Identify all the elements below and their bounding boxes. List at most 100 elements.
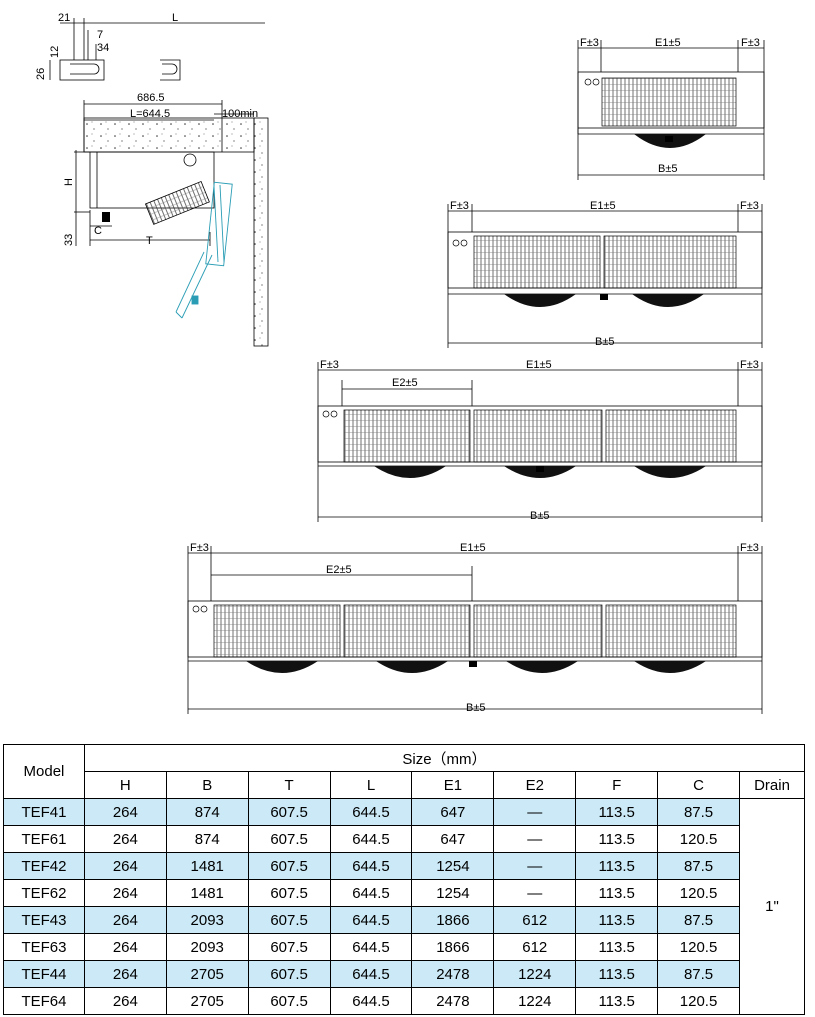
unit3-f-left: F±3 bbox=[320, 359, 339, 371]
unit-2-fan bbox=[447, 204, 763, 348]
value-cell: 607.5 bbox=[247, 852, 331, 880]
dim-100min: 100min bbox=[222, 108, 258, 120]
unit4-f-right: F±3 bbox=[740, 542, 759, 554]
unit4-f-left: F±3 bbox=[190, 542, 209, 554]
dim-t-side: T bbox=[146, 235, 153, 247]
value-cell: 264 bbox=[83, 825, 167, 853]
value-cell: 264 bbox=[83, 879, 167, 907]
value-cell: 264 bbox=[83, 798, 167, 826]
header-row-2: H B T L E1 E2 F C Drain bbox=[4, 771, 805, 799]
value-cell: 647 bbox=[411, 825, 495, 853]
value-cell: 644.5 bbox=[329, 879, 413, 907]
value-cell: 264 bbox=[83, 960, 167, 988]
unit4-e1: E1±5 bbox=[460, 542, 486, 554]
value-cell: 2478 bbox=[411, 960, 495, 988]
value-cell: 607.5 bbox=[247, 798, 331, 826]
value-cell: 1866 bbox=[411, 933, 495, 961]
dim-h-side: H bbox=[63, 178, 75, 186]
value-cell: — bbox=[493, 852, 577, 880]
value-cell: 1866 bbox=[411, 906, 495, 934]
value-cell: — bbox=[493, 879, 577, 907]
value-cell: 1481 bbox=[165, 852, 249, 880]
unit2-e1: E1±5 bbox=[590, 200, 616, 212]
value-cell: 612 bbox=[493, 933, 577, 961]
value-cell: 113.5 bbox=[575, 906, 659, 934]
value-cell: 607.5 bbox=[247, 879, 331, 907]
dim-26: 26 bbox=[35, 68, 47, 80]
value-cell: 607.5 bbox=[247, 825, 331, 853]
model-cell: TEF61 bbox=[3, 825, 85, 853]
unit3-f-right: F±3 bbox=[740, 359, 759, 371]
dim-21: 21 bbox=[58, 12, 70, 24]
value-cell: 87.5 bbox=[657, 960, 740, 988]
col-l: L bbox=[329, 771, 413, 799]
value-cell: 113.5 bbox=[575, 879, 659, 907]
unit2-b: B±5 bbox=[595, 336, 615, 348]
value-cell: 874 bbox=[165, 798, 249, 826]
value-cell: 120.5 bbox=[657, 825, 740, 853]
value-cell: 607.5 bbox=[247, 933, 331, 961]
value-cell: 2705 bbox=[165, 987, 249, 1015]
value-cell: 644.5 bbox=[329, 933, 413, 961]
col-drain: Drain bbox=[739, 771, 805, 799]
value-cell: 644.5 bbox=[329, 798, 413, 826]
value-cell: 874 bbox=[165, 825, 249, 853]
model-cell: TEF41 bbox=[3, 798, 85, 826]
dim-686-5: 686.5 bbox=[137, 92, 165, 104]
value-cell: 113.5 bbox=[575, 987, 659, 1015]
unit3-b: B±5 bbox=[530, 510, 550, 522]
value-cell: 1224 bbox=[493, 987, 577, 1015]
value-cell: 2093 bbox=[165, 933, 249, 961]
value-cell: 87.5 bbox=[657, 798, 740, 826]
dim-c-side: C bbox=[94, 225, 102, 237]
technical-drawing: 21 L 7 34 12 26 bbox=[35, 12, 765, 714]
col-e1: E1 bbox=[411, 771, 495, 799]
value-cell: 2478 bbox=[411, 987, 495, 1015]
value-cell: 1481 bbox=[165, 879, 249, 907]
side-view bbox=[74, 100, 269, 347]
size-header: Size（mm） bbox=[83, 744, 806, 772]
value-cell: 264 bbox=[83, 933, 167, 961]
value-cell: — bbox=[493, 825, 577, 853]
unit4-b: B±5 bbox=[466, 702, 486, 714]
dim-33: 33 bbox=[63, 234, 75, 246]
value-cell: 1254 bbox=[411, 879, 495, 907]
value-cell: 120.5 bbox=[657, 987, 740, 1015]
model-cell: TEF62 bbox=[3, 879, 85, 907]
value-cell: 120.5 bbox=[657, 879, 740, 907]
value-cell: 113.5 bbox=[575, 825, 659, 853]
value-cell: 644.5 bbox=[329, 960, 413, 988]
unit1-e1: E1±5 bbox=[655, 37, 681, 49]
value-cell: 1254 bbox=[411, 852, 495, 880]
pipe-detail bbox=[49, 18, 265, 81]
unit1-f-right: F±3 bbox=[741, 37, 760, 49]
value-cell: 2705 bbox=[165, 960, 249, 988]
col-b: B bbox=[165, 771, 249, 799]
drain-cell: 1" bbox=[739, 798, 805, 1015]
value-cell: 644.5 bbox=[329, 852, 413, 880]
unit3-e1: E1±5 bbox=[526, 359, 552, 371]
col-c: C bbox=[657, 771, 740, 799]
model-header: Model bbox=[3, 744, 85, 799]
unit-4-fan bbox=[187, 546, 763, 714]
value-cell: 264 bbox=[83, 987, 167, 1015]
value-cell: 644.5 bbox=[329, 906, 413, 934]
value-cell: 1224 bbox=[493, 960, 577, 988]
value-cell: 607.5 bbox=[247, 906, 331, 934]
unit-1-fan bbox=[577, 40, 765, 180]
model-cell: TEF63 bbox=[3, 933, 85, 961]
header-row-1: Model Size（mm） bbox=[3, 744, 806, 799]
dim-12: 12 bbox=[49, 46, 61, 58]
value-cell: 607.5 bbox=[247, 960, 331, 988]
value-cell: — bbox=[493, 798, 577, 826]
unit1-f-left: F±3 bbox=[580, 37, 599, 49]
value-cell: 87.5 bbox=[657, 906, 740, 934]
value-cell: 120.5 bbox=[657, 933, 740, 961]
